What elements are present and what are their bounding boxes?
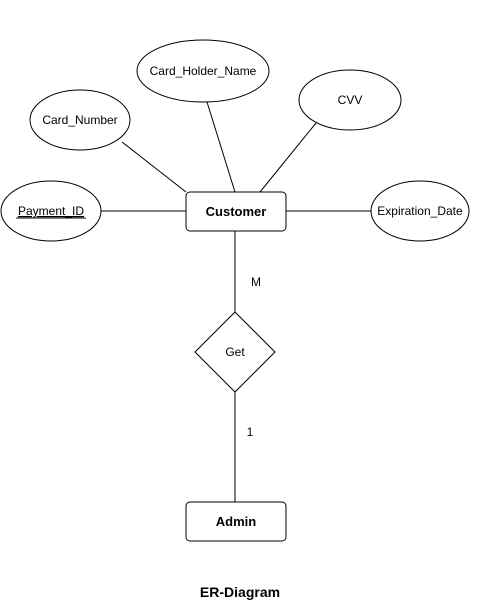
- attribute-expiration-date-ellipse: [370, 180, 470, 242]
- attribute-expiration-date-label: Expiration_Date: [377, 204, 463, 218]
- attribute-expiration-date[interactable]: Expiration_Date: [370, 180, 470, 242]
- attribute-card-number-ellipse: [29, 89, 131, 151]
- connector-cvv: [259, 122, 317, 193]
- attribute-cvv-ellipse: [298, 69, 402, 131]
- attribute-payment-id-label: Payment_ID: [18, 204, 84, 218]
- relationship-get[interactable]: Get: [194, 311, 276, 393]
- attribute-payment-id-ellipse: [0, 180, 102, 242]
- attribute-card-holder-name-label: Card_Holder_Name: [150, 64, 257, 78]
- attribute-card-number[interactable]: Card_Number: [29, 89, 131, 151]
- relationship-get-diamond: [194, 311, 276, 393]
- entity-customer-box: [185, 191, 287, 232]
- connectors: [101, 101, 372, 502]
- entity-customer[interactable]: Customer: [185, 191, 287, 232]
- entity-admin[interactable]: Admin: [185, 501, 287, 542]
- attribute-payment-id[interactable]: Payment_ID: [0, 180, 102, 242]
- attribute-cvv-label: CVV: [338, 93, 363, 107]
- connector-card-number: [121, 141, 187, 193]
- attribute-card-number-label: Card_Number: [42, 113, 117, 127]
- attribute-cvv[interactable]: CVV: [298, 69, 402, 131]
- cardinality-customer: M: [251, 275, 261, 289]
- attribute-card-holder-name[interactable]: Card_Holder_Name: [136, 39, 270, 103]
- connector-card-holder-name: [206, 101, 236, 193]
- relationship-get-label: Get: [225, 345, 245, 359]
- entity-admin-label: Admin: [216, 514, 257, 529]
- entity-customer-label: Customer: [206, 204, 267, 219]
- entity-admin-box: [185, 501, 287, 542]
- attribute-card-holder-name-ellipse: [136, 39, 270, 103]
- cardinality-admin: 1: [247, 425, 254, 439]
- diagram-caption: ER-Diagram: [200, 584, 280, 600]
